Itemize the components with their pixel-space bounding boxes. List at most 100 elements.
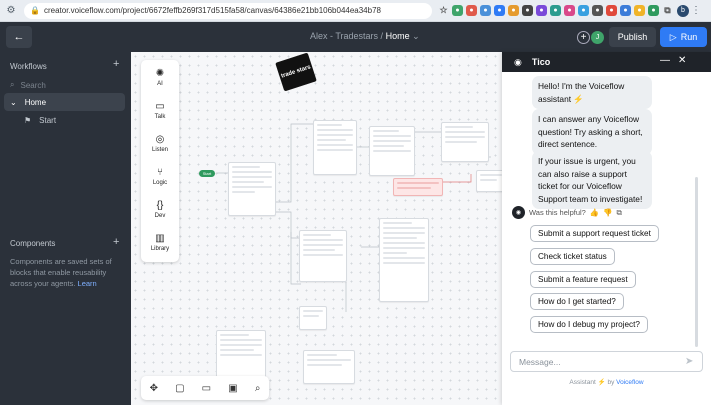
send-icon[interactable]: ➤ (685, 356, 694, 367)
extensions-bar: ☆ ● ● ● ● ● ● ● ● ● ● ● ● ● ● ● ⧉ (438, 5, 673, 16)
extension-icon[interactable]: ● (550, 5, 561, 16)
image-icon[interactable]: ▣ (228, 382, 238, 394)
breadcrumb-project[interactable]: Alex - Tradestars (310, 31, 379, 41)
flow-block[interactable] (441, 122, 489, 162)
powered-prefix: Assistant ⚡ by (569, 379, 615, 386)
extension-icon[interactable]: ● (522, 5, 533, 16)
extension-icon[interactable]: ● (494, 5, 505, 16)
extension-icon[interactable]: ● (452, 5, 463, 16)
canvas-bottom-toolbar: ✥ ▢ ▭ ▣ ⌕ (141, 376, 269, 400)
library-icon: ▥ (155, 233, 165, 244)
add-collaborator-button[interactable]: + (577, 31, 590, 44)
quick-reply-button[interactable]: How do I debug my project? (530, 316, 648, 333)
run-button[interactable]: ▷ Run (660, 27, 707, 47)
flow-block[interactable] (476, 170, 502, 192)
flow-block[interactable] (216, 330, 266, 380)
tool-talk[interactable]: ▭Talk (141, 101, 179, 120)
ai-icon: ✺ (155, 68, 165, 79)
flow-block[interactable] (313, 120, 357, 175)
extension-icon[interactable]: ● (578, 5, 589, 16)
move-icon[interactable]: ✥ (149, 382, 158, 394)
extension-icon[interactable]: ● (564, 5, 575, 16)
tool-label: Listen (151, 147, 168, 153)
profile-avatar[interactable]: b (677, 4, 689, 17)
copy-icon[interactable]: ⧉ (616, 207, 622, 217)
chat-scrollbar[interactable] (695, 177, 698, 347)
lock-icon: 🔒 (30, 6, 40, 15)
flow-block[interactable] (299, 230, 347, 282)
add-workflow-button[interactable]: + (113, 58, 120, 70)
address-bar[interactable]: 🔒 creator.voiceflow.com/project/6672feff… (24, 2, 432, 19)
extension-icon[interactable]: ● (606, 5, 617, 16)
comment-icon[interactable]: ▭ (201, 382, 212, 394)
message-input[interactable]: Message... (510, 351, 703, 372)
feedback-row: ◉ Was this helpful? 👍 👎 ⧉ (512, 206, 622, 219)
extension-icon[interactable]: ● (620, 5, 631, 16)
sidebar-item-home[interactable]: ⌄ Home (4, 93, 125, 111)
browser-toolbar: ⚙ 🔒 creator.voiceflow.com/project/6672fe… (0, 0, 711, 22)
publish-button[interactable]: Publish (609, 27, 656, 47)
flow-block[interactable] (228, 162, 276, 216)
user-avatar[interactable]: J (591, 31, 604, 44)
chevron-down-icon[interactable]: ⌄ (412, 31, 420, 41)
flow-block[interactable] (299, 306, 327, 330)
flag-icon: ⚑ (24, 116, 32, 125)
extension-icon[interactable]: ● (536, 5, 547, 16)
tool-library[interactable]: ▥Library (141, 233, 179, 252)
breadcrumb-separator: / (380, 31, 384, 41)
minimize-icon[interactable]: — (660, 55, 670, 66)
dev-icon: {} (156, 200, 164, 211)
star-icon[interactable]: ☆ (439, 5, 448, 15)
tune-icon[interactable]: ⚙ (6, 5, 16, 16)
bot-avatar-icon: ◉ (512, 206, 525, 219)
quick-reply-button[interactable]: Check ticket status (530, 248, 615, 265)
components-description: Components are saved sets of blocks that… (10, 256, 120, 289)
powered-by: Assistant ⚡ by Voiceflow (502, 378, 711, 386)
extension-icon[interactable]: ● (634, 5, 645, 16)
quick-reply-button[interactable]: Submit a support request ticket (530, 225, 659, 242)
chat-message: I can answer any Voiceflow question! Try… (532, 109, 652, 155)
more-icon[interactable]: ⋮ (691, 5, 701, 16)
talk-icon: ▭ (155, 101, 165, 112)
components-heading: Components (10, 239, 56, 248)
chevron-down-icon[interactable]: ⌄ (10, 97, 17, 107)
components-desc-text: Components are saved sets of blocks that… (10, 257, 112, 288)
start-tag[interactable]: Start (199, 170, 215, 177)
thumbs-down-icon[interactable]: 👎 (603, 208, 613, 217)
extension-icon[interactable]: ● (508, 5, 519, 16)
add-component-button[interactable]: + (113, 236, 120, 248)
flow-block[interactable] (379, 218, 429, 302)
feedback-label: Was this helpful? (529, 208, 586, 217)
extension-icon[interactable]: ● (466, 5, 477, 16)
flow-block[interactable] (303, 350, 355, 384)
search-input[interactable]: Search (20, 80, 46, 90)
thumbs-up-icon[interactable]: 👍 (589, 208, 600, 217)
tool-dev[interactable]: {} Dev (141, 200, 179, 219)
puzzle-icon[interactable]: ⧉ (664, 5, 671, 15)
extension-icon[interactable]: ● (648, 5, 659, 16)
search-icon[interactable]: ⌕ (254, 382, 261, 394)
sidebar-search[interactable]: ⌕ Search (10, 80, 46, 90)
logic-icon: ⑂ (157, 167, 163, 178)
flow-block[interactable] (369, 126, 415, 176)
workflow-canvas[interactable]: ✺AI ▭Talk ◎Listen ⑂Logic {}Dev ▥Library … (131, 52, 502, 405)
back-button[interactable]: ← (6, 26, 32, 48)
tool-label: Dev (154, 213, 166, 219)
note-icon[interactable]: ▢ (175, 382, 185, 394)
extension-icon[interactable]: ● (480, 5, 491, 16)
tool-listen[interactable]: ◎Listen (141, 134, 179, 153)
learn-link[interactable]: Learn (77, 279, 97, 288)
breadcrumb-current[interactable]: Home (385, 31, 410, 41)
tool-logic[interactable]: ⑂Logic (141, 167, 179, 186)
close-icon[interactable]: ✕ (678, 55, 687, 66)
tool-ai[interactable]: ✺AI (141, 68, 179, 87)
quick-reply-button[interactable]: How do I get started? (530, 293, 624, 310)
error-block[interactable] (393, 178, 443, 196)
extension-icon[interactable]: ● (592, 5, 603, 16)
sidebar-item-start[interactable]: ⚑ Start (24, 116, 56, 125)
powered-brand-link[interactable]: Voiceflow (616, 379, 644, 386)
sidebar: Workflows + ⌕ Search ⌄ Home ⚑ Start Comp… (0, 52, 131, 405)
run-label: Run (680, 32, 698, 42)
quick-reply-button[interactable]: Submit a feature request (530, 271, 636, 288)
